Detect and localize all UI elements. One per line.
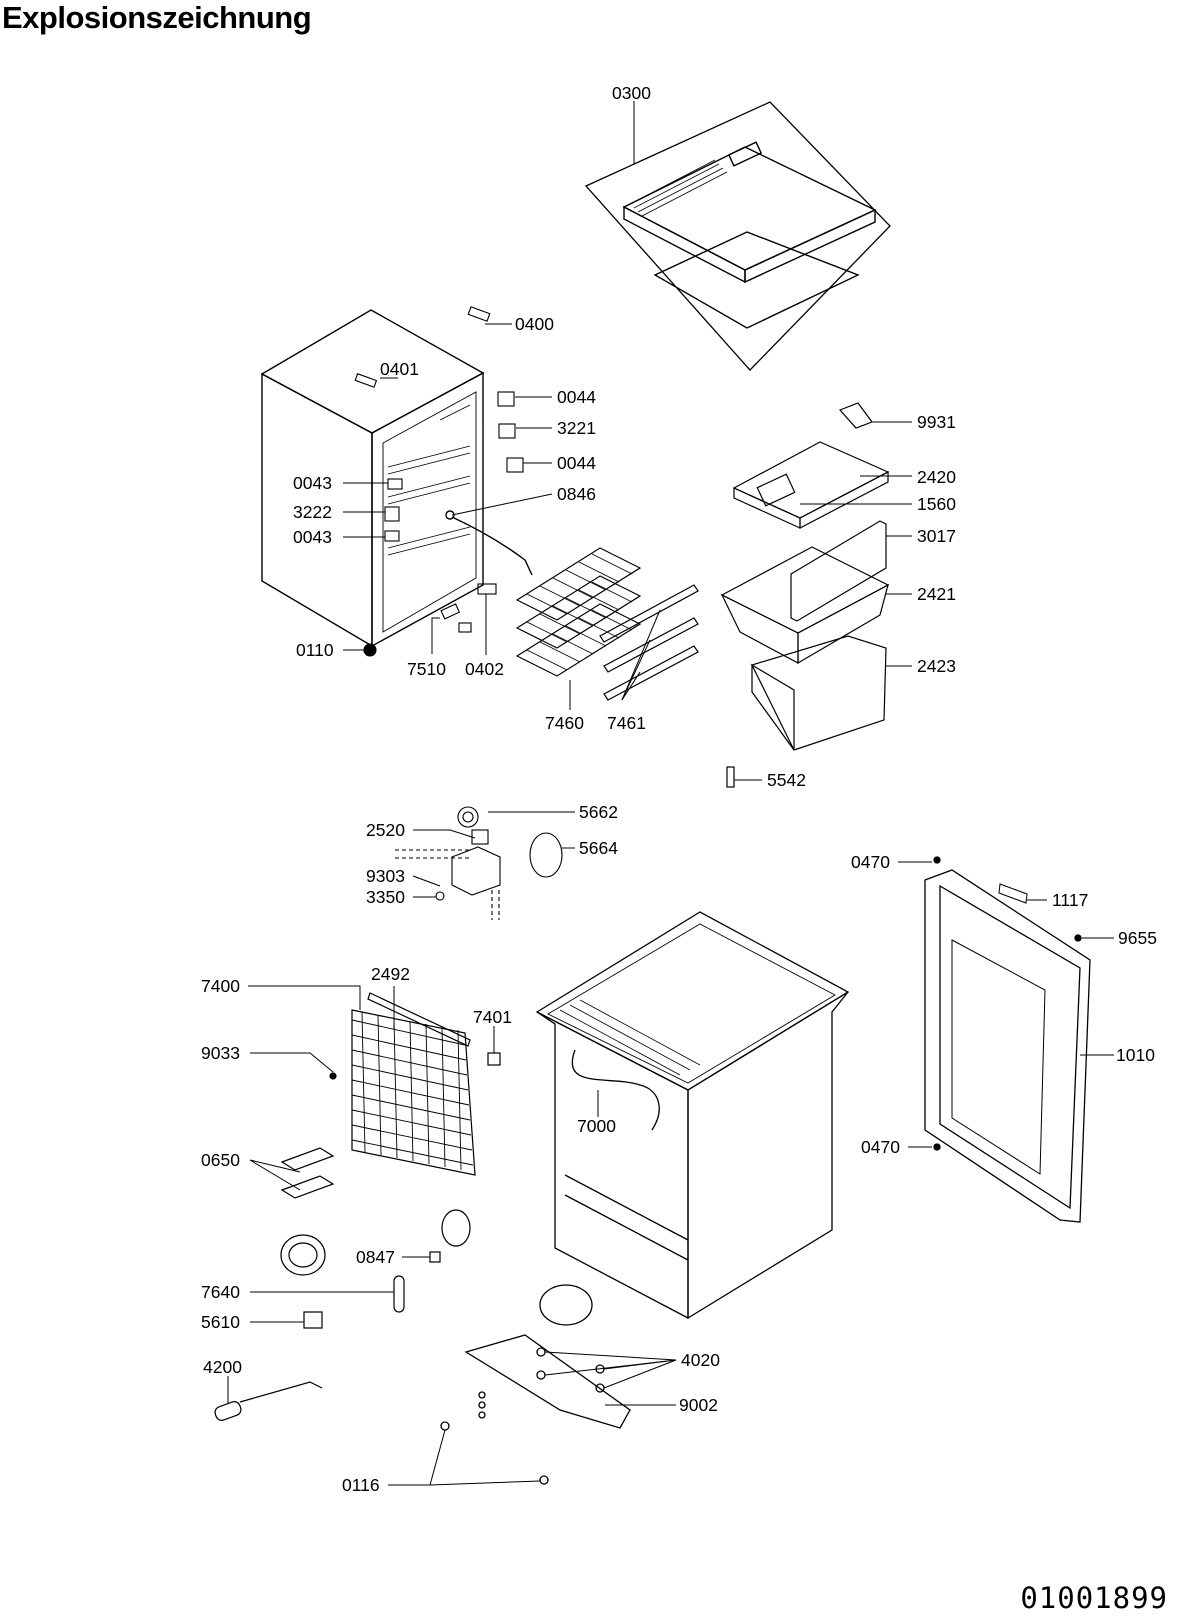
part-label-5662: 5662 — [579, 802, 618, 822]
part-label-2520: 2520 — [366, 820, 405, 840]
thermostat-control-parts — [395, 806, 563, 920]
part-label-0846: 0846 — [557, 484, 596, 504]
part-label-0043: 0043 — [293, 473, 332, 493]
condenser-coil — [214, 992, 501, 1421]
cabinet-body-lower — [440, 911, 850, 1485]
part-label-0401: 0401 — [380, 359, 419, 379]
part-label-0847: 0847 — [356, 1247, 395, 1267]
document-number: 01001899 — [1020, 1581, 1168, 1615]
part-label-7510: 7510 — [407, 659, 446, 679]
part-label-7461: 7461 — [607, 713, 646, 733]
part-label-3222: 3222 — [293, 502, 332, 522]
part-label-9931: 9931 — [917, 412, 956, 432]
part-label-4020: 4020 — [681, 1350, 720, 1370]
hinge-parts-upper — [354, 306, 524, 657]
part-label-0044: 0044 — [557, 387, 596, 407]
part-label-0470: 0470 — [861, 1137, 900, 1157]
part-label-2420: 2420 — [917, 467, 956, 487]
page-title: Explosionszeichnung — [2, 0, 312, 35]
part-label-7400: 7400 — [201, 976, 240, 996]
freezer-trays — [720, 402, 890, 788]
part-label-3221: 3221 — [557, 418, 596, 438]
part-label-7401: 7401 — [473, 1007, 512, 1027]
part-labels: 0300 0400 0401 0044 3221 0044 0043 0846 … — [201, 83, 1157, 1495]
part-label-5610: 5610 — [201, 1312, 240, 1332]
part-label-3017: 3017 — [917, 526, 956, 546]
part-label-9033: 9033 — [201, 1043, 240, 1063]
part-label-5664: 5664 — [579, 838, 618, 858]
part-label-9002: 9002 — [679, 1395, 718, 1415]
part-label-9303: 9303 — [366, 866, 405, 886]
part-label-1117: 1117 — [1052, 890, 1088, 910]
part-label-2492: 2492 — [371, 964, 410, 984]
part-label-0402: 0402 — [465, 659, 504, 679]
part-label-0300: 0300 — [612, 83, 651, 103]
evaporator-grid — [515, 547, 699, 701]
part-label-7000: 7000 — [577, 1116, 616, 1136]
part-label-0650: 0650 — [201, 1150, 240, 1170]
part-label-2421: 2421 — [917, 584, 956, 604]
part-label-0044: 0044 — [557, 453, 596, 473]
top-cover-assembly — [584, 101, 891, 371]
part-label-0110: 0110 — [296, 640, 334, 660]
part-label-1560: 1560 — [917, 494, 956, 514]
part-label-0116: 0116 — [342, 1475, 380, 1495]
door-assembly — [924, 856, 1091, 1223]
part-label-0470: 0470 — [851, 852, 890, 872]
part-label-2423: 2423 — [917, 656, 956, 676]
leader-lines — [227, 101, 1114, 1486]
part-label-0400: 0400 — [515, 314, 554, 334]
part-label-5542: 5542 — [767, 770, 806, 790]
part-label-0043: 0043 — [293, 527, 332, 547]
part-label-1010: 1010 — [1116, 1045, 1155, 1065]
part-label-7460: 7460 — [545, 713, 584, 733]
part-label-7640: 7640 — [201, 1282, 240, 1302]
part-label-4200: 4200 — [203, 1357, 242, 1377]
part-label-9655: 9655 — [1118, 928, 1157, 948]
part-label-3350: 3350 — [366, 887, 405, 907]
